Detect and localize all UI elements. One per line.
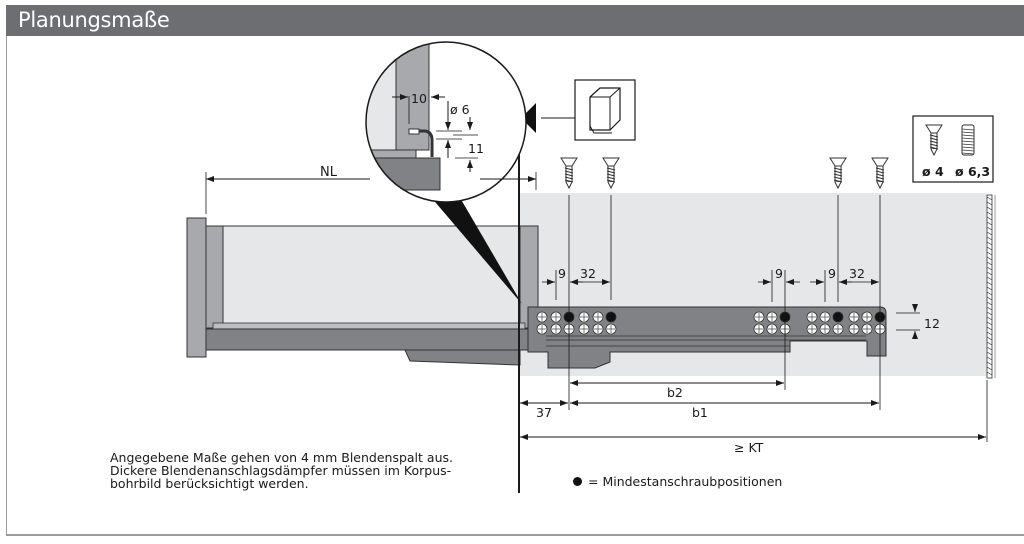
planning-note: Angegebene Maße gehen von 4 mm Blendensp… (110, 451, 453, 490)
spacing-rear-9-label: 9 (828, 266, 836, 281)
screw-legend-box: ø 4 ø 6,3 (912, 115, 994, 183)
legend: = Mindestanschraubpositionen (573, 474, 782, 489)
drawer-runner (527, 306, 887, 369)
detail-width-label: 10 (411, 91, 427, 106)
screw-icon (560, 157, 578, 190)
page-title: Planungsmaße (18, 8, 170, 32)
mandatory-hole (605, 311, 617, 323)
detail-height-label: 11 (468, 141, 484, 156)
b1-label: b1 (692, 405, 708, 420)
row-gap-12-label: 12 (924, 316, 940, 331)
note-line: bohrbild berücksichtigt werden. (110, 476, 309, 491)
drawer (186, 217, 547, 366)
screw-icon (602, 157, 620, 190)
dimension-nl: NL (205, 165, 537, 214)
screw-6-3-label: ø 6,3 (955, 164, 990, 179)
content-frame (6, 36, 1024, 536)
spacing-mid-9-label: 9 (775, 266, 783, 281)
hole-spacing-dims (542, 195, 920, 410)
spacing-front-9-label: 9 (558, 266, 566, 281)
screw-4-icon (925, 124, 943, 157)
b2-label: b2 (667, 385, 683, 400)
detail-diameter-label: ø 6 (450, 102, 470, 117)
drawer-front-panel (186, 217, 207, 358)
mandatory-hole (832, 311, 844, 323)
length-dims (520, 380, 988, 442)
screw-icon (871, 157, 889, 190)
front-stop-arrow-icon (521, 103, 536, 133)
offset-37-label: 37 (536, 405, 552, 420)
screw-6-3-icon (961, 124, 975, 156)
spacing-front-32-label: 32 (580, 266, 596, 281)
screw-4-label: ø 4 (922, 164, 944, 179)
spacing-rear-32-label: 32 (849, 266, 865, 281)
screw-icon (829, 157, 847, 190)
legend-text: = Mindestanschraubpositionen (588, 474, 783, 489)
header-bar: Planungsmaße (6, 5, 1024, 36)
detail-callout: 10 ø 6 11 (365, 41, 527, 304)
cabinet-icon (574, 79, 636, 141)
filled-dot-icon (573, 477, 582, 486)
kt-label: ≥ KT (734, 440, 764, 455)
note-line: Angegebene Maße gehen von 4 mm Blendensp… (110, 450, 453, 465)
note-line: Dickere Blendenanschlagsdämpfer müssen i… (110, 463, 452, 478)
nl-label: NL (320, 165, 338, 180)
cabinet-back-wall (986, 194, 996, 379)
